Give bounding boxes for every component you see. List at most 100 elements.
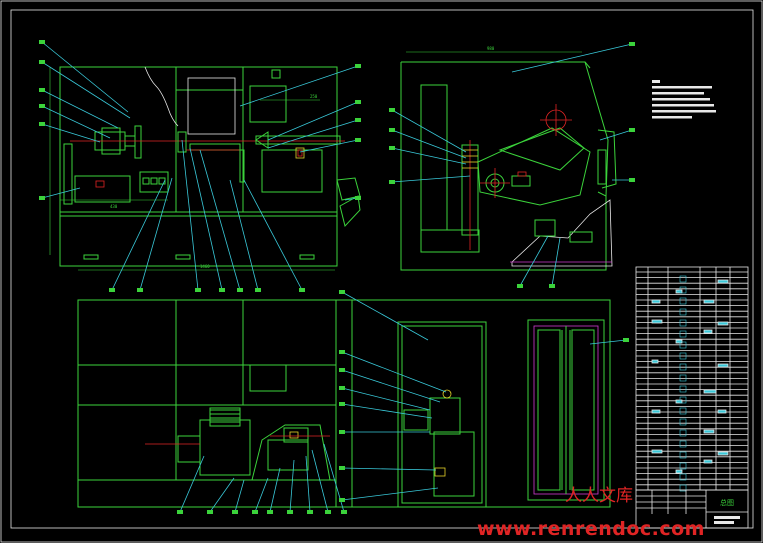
svg-text:1460: 1460: [200, 264, 210, 269]
leader-line: [519, 235, 549, 287]
table-cell-text: [675, 469, 683, 474]
balloon-marker: [339, 430, 345, 434]
svg-text:980: 980: [487, 46, 495, 51]
balloon-marker: [629, 178, 635, 182]
leader-line: [311, 449, 329, 513]
leader-line: [341, 403, 433, 419]
watermark-chinese: 人人文库: [565, 486, 633, 506]
table-cell-text: [717, 451, 729, 456]
hatched-window: [187, 77, 236, 135]
balloon-marker: [39, 104, 45, 108]
table-cell-text: [717, 279, 729, 284]
balloon-marker: [339, 350, 345, 354]
balloon-marker: [267, 510, 273, 514]
leader-line: [551, 237, 561, 287]
leader-line: [181, 139, 199, 291]
balloon-marker: [339, 402, 345, 406]
leader-line: [199, 149, 241, 291]
balloon-marker: [355, 138, 361, 142]
balloon-marker: [252, 510, 258, 514]
leader-line: [41, 41, 129, 113]
leader-line: [391, 175, 471, 183]
table-cell-text: [675, 399, 683, 404]
balloon-marker: [237, 288, 243, 292]
table-cell-text: [675, 339, 683, 344]
table-cell-text: [651, 299, 661, 304]
leader-line: [254, 477, 269, 513]
balloon-marker: [195, 288, 201, 292]
balloon-marker: [307, 510, 313, 514]
table-cell-text: [703, 459, 713, 464]
balloon-marker: [177, 510, 183, 514]
leader-line: [391, 109, 467, 153]
leader-line: [341, 467, 437, 471]
leader-line: [341, 387, 431, 411]
leader-line: [289, 459, 295, 513]
balloon-marker: [339, 368, 345, 372]
balloon-marker: [299, 288, 305, 292]
balloon-marker: [39, 60, 45, 64]
leader-line: [139, 177, 173, 291]
main-motor: [199, 419, 251, 476]
technical-notes: [652, 80, 716, 119]
balloon-marker: [389, 146, 395, 150]
balloon-marker: [287, 510, 293, 514]
balloon-marker: [39, 40, 45, 44]
balloon-markers: [39, 40, 635, 514]
balloon-marker: [39, 122, 45, 126]
title-block: 总图: [635, 489, 749, 529]
balloon-marker: [389, 128, 395, 132]
balloon-marker: [623, 338, 629, 342]
balloon-marker: [629, 42, 635, 46]
balloon-marker: [355, 100, 361, 104]
svg-text:430: 430: [110, 204, 118, 209]
table-cell-text: [703, 389, 717, 394]
table-cell-text: [651, 409, 661, 414]
leader-line: [391, 147, 467, 165]
balloon-marker: [341, 510, 347, 514]
table-cell-text: [703, 429, 715, 434]
top-view: [77, 299, 611, 508]
balloon-marker: [137, 288, 143, 292]
leader-line: [209, 477, 235, 513]
cabinet-right: [527, 319, 605, 501]
table-cell-text: [717, 409, 727, 414]
leader-line: [341, 291, 429, 341]
leader-line: [229, 179, 259, 291]
leader-lines: [41, 41, 633, 513]
side-view: 980: [400, 46, 716, 271]
hatched-hopper: [511, 199, 613, 267]
balloon-marker: [339, 386, 345, 390]
leader-line: [511, 43, 633, 73]
front-view: 1460 430 250: [49, 66, 361, 271]
leader-line: [41, 61, 131, 119]
cabinet-left: [397, 321, 487, 508]
balloon-marker: [549, 284, 555, 288]
balloon-marker: [255, 288, 261, 292]
balloon-marker: [325, 510, 331, 514]
balloon-marker: [232, 510, 238, 514]
balloon-marker: [339, 466, 345, 470]
leader-line: [341, 351, 447, 393]
leader-line: [391, 129, 467, 159]
leader-line: [589, 339, 627, 345]
leader-line: [189, 147, 223, 291]
balloon-marker: [629, 128, 635, 132]
leader-line: [41, 89, 119, 129]
balloon-marker: [517, 284, 523, 288]
leader-line: [267, 101, 359, 141]
balloon-marker: [219, 288, 225, 292]
table-cell-text: [703, 299, 715, 304]
table-cell-text: [651, 319, 663, 324]
leader-line: [243, 179, 303, 291]
leader-line: [41, 187, 81, 199]
leader-line: [269, 467, 281, 513]
title-block-name: 总图: [720, 498, 734, 507]
leader-line: [341, 369, 441, 403]
balloon-marker: [39, 196, 45, 200]
balloon-marker: [355, 64, 361, 68]
balloon-marker: [39, 88, 45, 92]
balloon-marker: [355, 118, 361, 122]
leader-line: [41, 123, 101, 143]
parts-list-table: [635, 266, 749, 492]
